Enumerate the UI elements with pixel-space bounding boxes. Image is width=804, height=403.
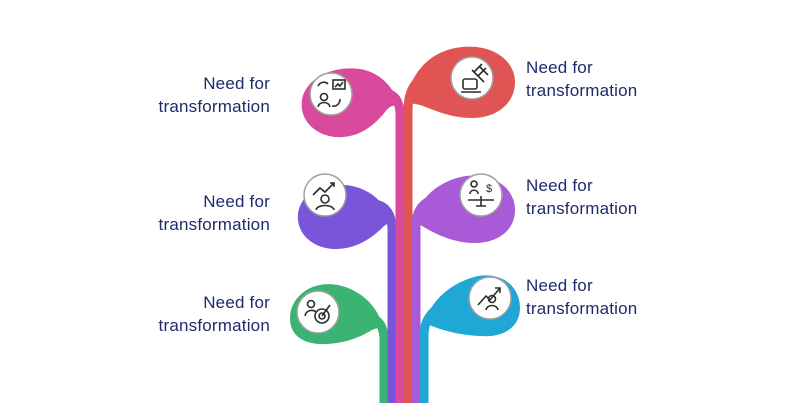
label-top-left: Need for transformation (120, 72, 270, 118)
label-bot-left-line2: transformation (158, 316, 270, 335)
label-bot-right-line2: transformation (526, 299, 638, 318)
label-top-left-line1: Need for (203, 74, 270, 93)
label-top-left-line2: transformation (158, 97, 270, 116)
icon-circle-top-right (450, 56, 494, 100)
icon-circle-mid-left (303, 173, 347, 217)
label-top-right: Need for transformation (526, 56, 696, 102)
person-growth-icon (312, 182, 335, 211)
svg-text:$: $ (486, 183, 492, 195)
icon-circle-top-left (309, 72, 353, 116)
label-top-right-line2: transformation (526, 81, 638, 100)
presentation-cycle-icon (317, 79, 346, 108)
label-mid-left: Need for transformation (120, 190, 270, 236)
balance-scale-money-icon: $ (468, 180, 494, 207)
person-rising-arrow-icon (477, 287, 501, 311)
label-mid-right-line2: transformation (526, 199, 638, 218)
icon-circle-bot-left (296, 290, 340, 334)
label-bot-right: Need for transformation (526, 274, 696, 320)
label-bot-right-line1: Need for (526, 276, 593, 295)
label-bot-left: Need for transformation (120, 291, 270, 337)
label-mid-right: Need for transformation (526, 174, 696, 220)
person-target-icon (304, 299, 331, 324)
icon-circle-bot-right (468, 276, 512, 320)
label-bot-left-line1: Need for (203, 293, 270, 312)
label-mid-left-line1: Need for (203, 192, 270, 211)
label-mid-right-line1: Need for (526, 176, 593, 195)
label-mid-left-line2: transformation (158, 215, 270, 234)
icon-circle-mid-right: $ (459, 173, 503, 217)
label-top-right-line1: Need for (526, 58, 593, 77)
gavel-law-icon (461, 63, 489, 93)
